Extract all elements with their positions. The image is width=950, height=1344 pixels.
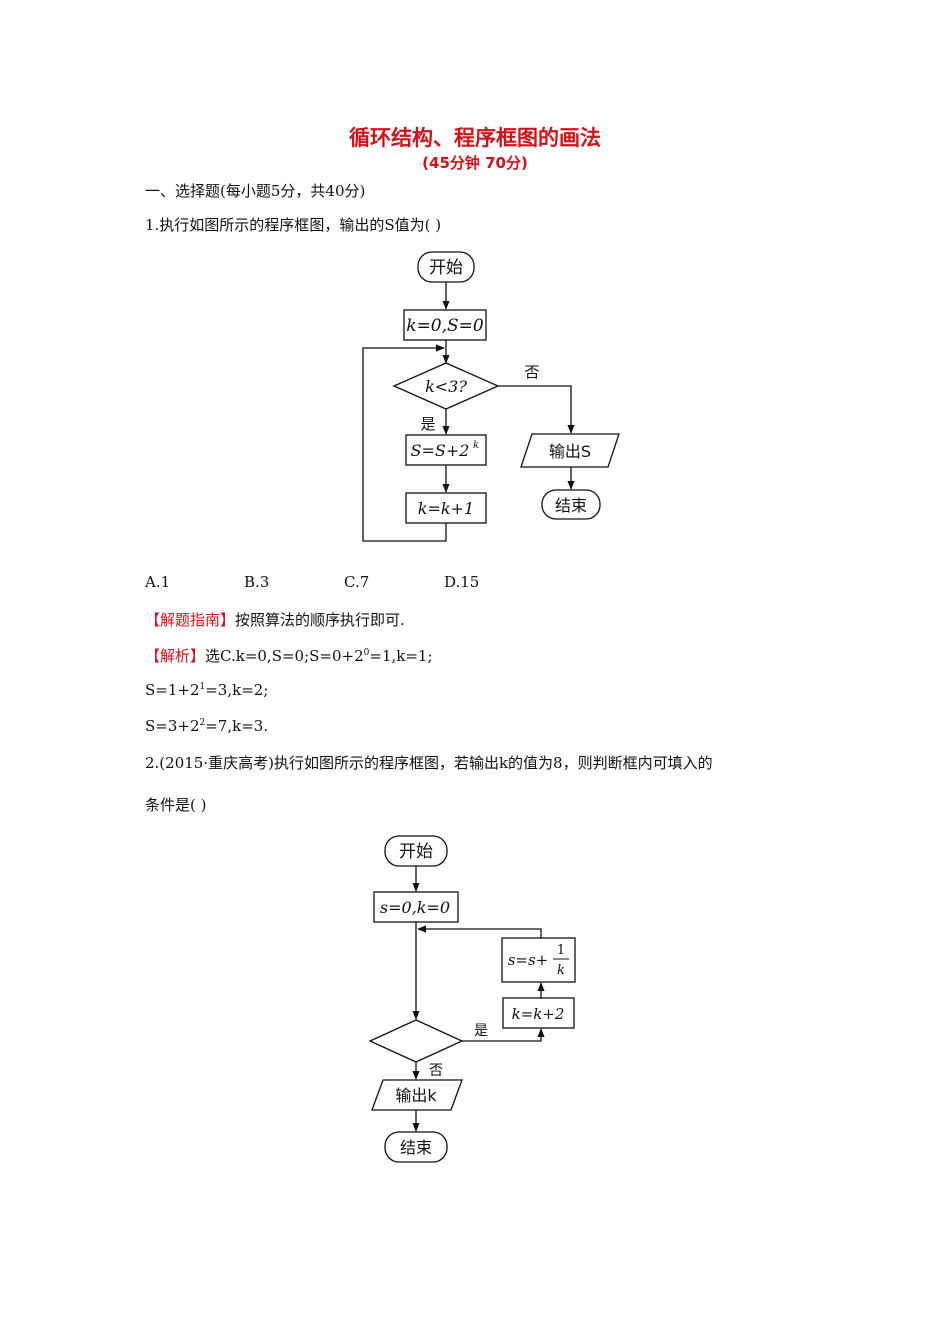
q1-guide-tag: 【解题指南】	[145, 611, 236, 629]
q2-yes-label: 是	[474, 1023, 488, 1039]
q2-no-label: 否	[429, 1063, 443, 1079]
q1-end-label: 结束	[555, 496, 587, 515]
q1-yes-label: 是	[420, 415, 435, 433]
q2-end-label: 结束	[400, 1138, 432, 1157]
q1-start-label: 开始	[429, 258, 463, 278]
q2-init-label: s=0,k=0	[380, 898, 450, 917]
q2-output-box	[371, 1079, 463, 1111]
q1-update-s-label: S=S+2	[411, 441, 470, 460]
q1-condition-label: k<3?	[425, 377, 467, 396]
q1-output-label: 输出S	[549, 442, 591, 461]
q2-stem-line-1: 2.(2015·重庆高考)执行如图所示的程序框图，若输出k的值为8，则判断框内可…	[145, 754, 713, 772]
q1-analysis-3-pre: S=3+2	[145, 717, 200, 735]
q1-option-d: D.15	[444, 573, 480, 591]
q1-option-b: B.3	[244, 573, 270, 591]
q2-start-label: 开始	[399, 842, 433, 862]
q2-stem-line-2: 条件是( )	[145, 796, 207, 814]
q1-update-k-label: k=k+1	[418, 499, 474, 518]
q1-init-box	[403, 309, 487, 341]
q1-option-a: A.1	[145, 573, 171, 591]
q2-fraction-numerator: 1	[557, 943, 565, 958]
q1-analysis-2-exp: 1	[199, 682, 206, 692]
q1-end-box	[541, 489, 601, 520]
q1-analysis-line-3: S=3+22=7,k=3.	[145, 717, 268, 735]
page-title: 循环结构、程序框图的画法	[349, 126, 601, 150]
q2-condition-diamond	[368, 1019, 464, 1063]
q2-update-k-box	[502, 997, 575, 1029]
q2-fraction-denominator: k	[557, 963, 565, 978]
q1-update-s-exponent: k	[473, 440, 479, 451]
q1-analysis-tag: 【解析】	[145, 647, 206, 665]
q2-update-k-label: k=k+2	[512, 1005, 565, 1023]
q1-analysis-3-post: =7,k=3.	[205, 717, 269, 735]
q1-guide: 【解题指南】按照算法的顺序执行即可.	[145, 609, 405, 630]
q1-analysis-2-post: =3,k=2;	[205, 681, 269, 699]
q1-analysis-line-1: 【解析】选C.k=0,S=0;S=0+20=1,k=1;	[145, 645, 433, 666]
q1-init-label: k=0,S=0	[406, 316, 484, 336]
q2-output-label: 输出k	[395, 1086, 437, 1105]
q1-guide-text: 按照算法的顺序执行即可.	[235, 611, 405, 629]
q1-no-label: 否	[524, 363, 539, 381]
q1-output-box	[520, 433, 620, 468]
q1-analysis-2-pre: S=1+2	[145, 681, 200, 699]
q1-analysis-line-2: S=1+21=3,k=2;	[145, 681, 268, 699]
q1-analysis-1-pre: 选C.k=0,S=0;S=0+2	[205, 647, 364, 665]
q2-update-s-box	[501, 937, 576, 983]
q2-update-s-label: s=s+	[508, 951, 549, 969]
q1-stem: 1.执行如图所示的程序框图，输出的S值为( )	[145, 216, 442, 234]
q2-end-box	[384, 1131, 448, 1163]
q1-analysis-1-exp: 0	[363, 648, 370, 658]
page-subtitle: (45分钟 70分)	[422, 154, 528, 172]
section-heading: 一、选择题(每小题5分，共40分)	[145, 182, 366, 200]
q1-analysis-1-post: =1,k=1;	[369, 647, 433, 665]
q1-option-c: C.7	[344, 573, 370, 591]
q1-analysis-3-exp: 2	[199, 718, 206, 728]
